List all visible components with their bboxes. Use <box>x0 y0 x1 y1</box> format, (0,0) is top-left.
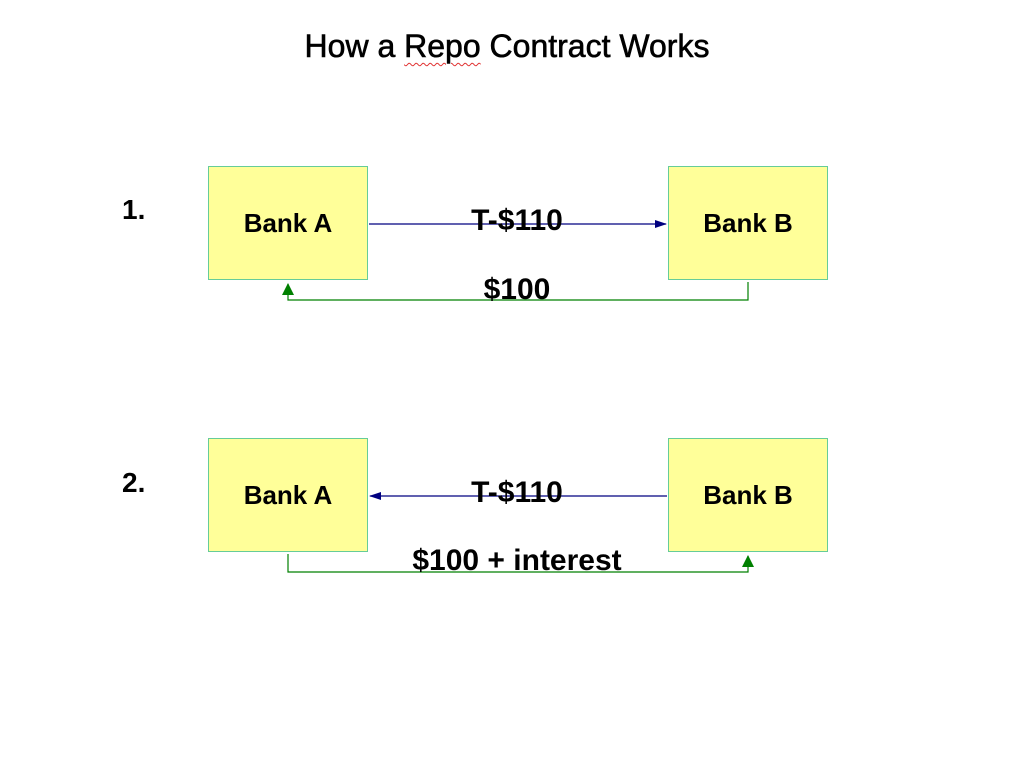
step-2-bank-a-label: Bank A <box>243 479 333 510</box>
step-2-security-label: T-$110 <box>471 476 563 509</box>
step-2-bank-b: Bank B <box>668 438 828 552</box>
step-2-bank-b-label: Bank B <box>703 479 793 510</box>
step-1-cash-label: $100 <box>483 273 551 306</box>
step-1-security-label: T-$110 <box>471 204 563 237</box>
step-1-bank-b: Bank B <box>668 166 828 280</box>
title-squiggle-word: Repo <box>404 28 481 65</box>
step-1-bank-a: Bank A <box>208 166 368 280</box>
title-suffix: Contract Works <box>480 28 710 65</box>
diagram-title: How a Repo Contract Works <box>0 28 1014 65</box>
step-2-cash-label: $100 + interest <box>412 544 622 577</box>
step-2-bank-a: Bank A <box>208 438 368 552</box>
step-1-bank-b-label: Bank B <box>703 207 793 238</box>
title-prefix: How a <box>304 28 405 65</box>
step-1-bank-a-label: Bank A <box>243 207 333 238</box>
step-2-number: 2. <box>122 467 146 498</box>
step-1-number: 1. <box>122 194 146 225</box>
